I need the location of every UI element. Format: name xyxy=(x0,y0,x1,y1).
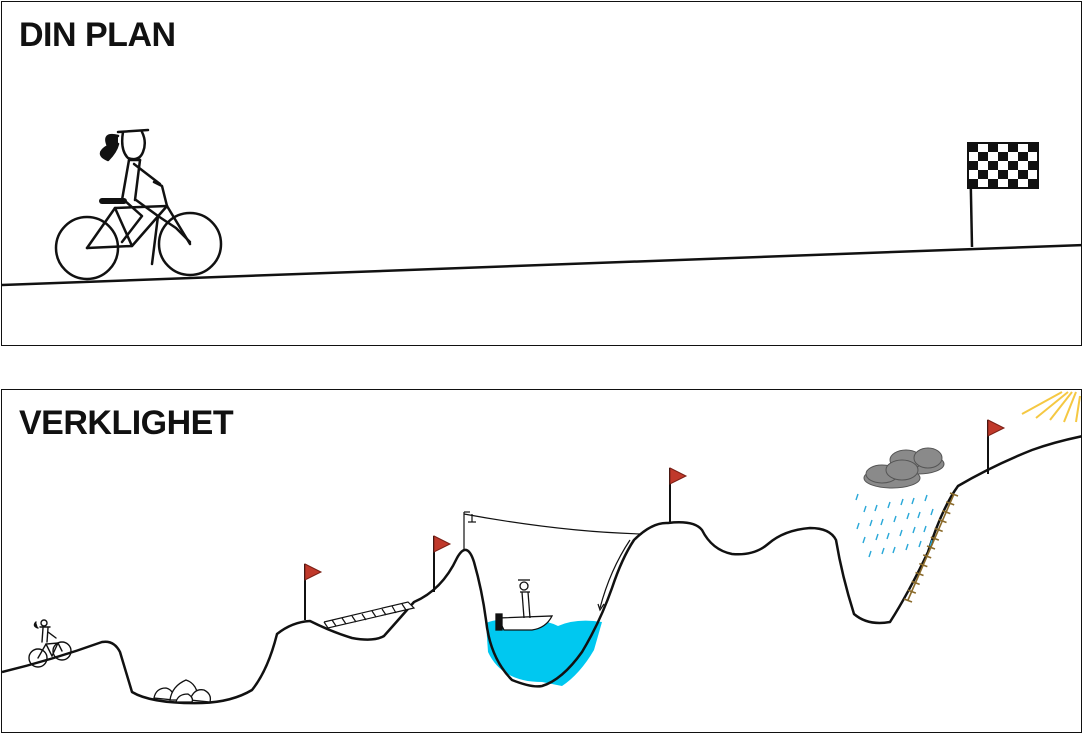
sun-icon xyxy=(1021,391,1081,423)
bridge xyxy=(323,601,416,629)
zipline xyxy=(463,511,643,612)
rope-ladder xyxy=(903,492,959,603)
small-cyclist-figure xyxy=(28,619,72,668)
boat-with-person xyxy=(495,579,554,631)
reality-title: VERKLIGHET xyxy=(19,404,234,442)
checkpoint-flags xyxy=(304,419,1006,620)
reality-terrain xyxy=(2,435,1081,705)
rain-cloud-icon xyxy=(855,447,945,558)
reality-scene xyxy=(2,391,1081,705)
finish-flag xyxy=(967,142,1039,248)
reality-panel: VERKLIGHET xyxy=(1,389,1082,733)
plan-panel: DIN PLAN xyxy=(1,1,1082,346)
plan-road xyxy=(2,243,1081,287)
plan-scene xyxy=(2,128,1081,287)
water-pool xyxy=(486,620,602,686)
plan-title: DIN PLAN xyxy=(19,16,176,54)
cyclist-figure xyxy=(54,128,223,281)
rocks xyxy=(153,679,212,703)
